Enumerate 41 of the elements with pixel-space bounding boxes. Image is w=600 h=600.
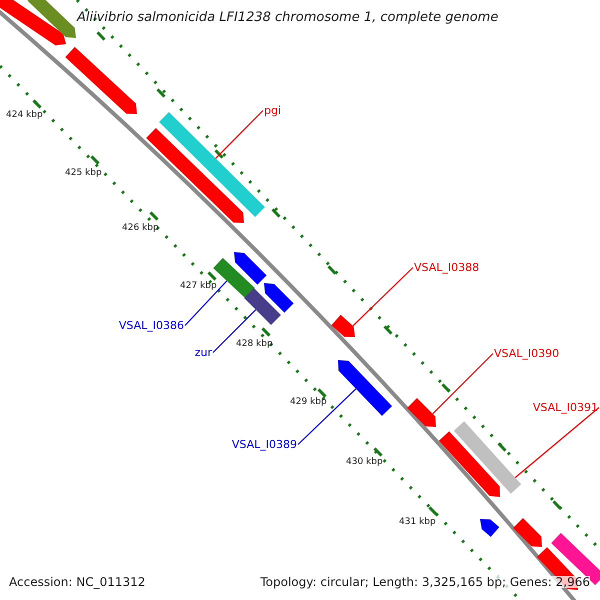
- scale-label: 427 kbp: [180, 282, 217, 291]
- gene-block: [480, 519, 500, 537]
- scale-label: 430 kbp: [346, 458, 383, 467]
- gene-block: [264, 283, 294, 313]
- scale-label: 426 kbp: [122, 224, 159, 233]
- scale-label: 424 kbp: [6, 111, 43, 120]
- gene-block: [338, 360, 392, 416]
- gene-label: VSAL_I0390: [494, 348, 560, 359]
- info-text: Topology: circular; Length: 3,325,165 bp; Genes: 2,966: [260, 576, 590, 588]
- gene-block: [234, 252, 267, 285]
- gene-block: [551, 532, 600, 586]
- scale-label: 431 kbp: [399, 518, 436, 527]
- leader-line: [432, 353, 494, 414]
- gene-label: VSAL_I0389: [232, 439, 297, 450]
- leader-line: [184, 280, 228, 326]
- gene-block: [28, 0, 76, 38]
- leader-line: [352, 267, 414, 326]
- gene-block: [407, 398, 436, 427]
- scale-label: 425 kbp: [65, 169, 102, 178]
- gene-block: [438, 431, 500, 497]
- gene-block: [0, 0, 66, 46]
- leader-line: [215, 110, 264, 159]
- gene-block: [513, 518, 542, 547]
- gene-block: [65, 46, 137, 114]
- gene-block: [146, 128, 244, 223]
- leader-line: [212, 309, 256, 353]
- gene-label: zur: [194, 347, 212, 358]
- scale-label: 428 kbp: [236, 340, 273, 349]
- gene-label: pgi: [264, 105, 282, 116]
- gene-block: [331, 314, 355, 337]
- gene-label: VSAL_I0391: [532, 402, 598, 413]
- gene-block: [454, 421, 522, 494]
- leader-line: [514, 407, 600, 478]
- gene-block: [159, 112, 265, 217]
- leader-line: [298, 388, 356, 445]
- gene-block: [244, 288, 281, 325]
- gene-label: VSAL_I0388: [414, 262, 480, 273]
- scale-label: 429 kbp: [290, 398, 327, 407]
- info-text: Accession: NC_011312: [9, 576, 146, 588]
- diagram-title: Aliivibrio salmonicida LFI1238 chromosome 1, complete genome: [77, 11, 498, 24]
- gene-label: VSAL_I0386: [118, 320, 184, 331]
